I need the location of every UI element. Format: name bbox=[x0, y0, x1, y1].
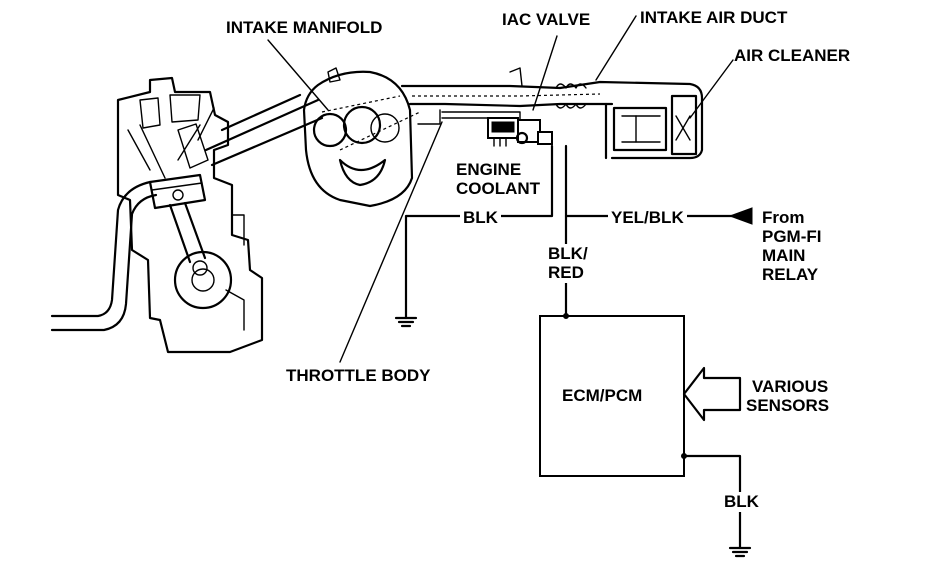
intake-air-duct bbox=[400, 67, 704, 160]
wire-label-blk-bottom: BLK bbox=[722, 492, 761, 512]
wire-label-yel-blk: YEL/BLK bbox=[608, 208, 687, 228]
label-pgm-fi: PGM-FI bbox=[762, 227, 822, 246]
label-air-cleaner: AIR CLEANER bbox=[734, 46, 851, 65]
label-main: MAIN bbox=[762, 246, 806, 265]
intake-runner bbox=[50, 67, 341, 332]
label-engine: ENGINE bbox=[456, 160, 522, 179]
ground-symbol-right bbox=[728, 546, 752, 558]
wire-label-blk-red-1: BLK/ bbox=[548, 244, 588, 264]
label-throttle-body: THROTTLE BODY bbox=[286, 366, 431, 385]
label-various: VARIOUS bbox=[752, 377, 829, 396]
label-from: From bbox=[762, 208, 805, 227]
label-iac-valve: IAC VALVE bbox=[502, 10, 591, 29]
iac-valve bbox=[487, 117, 553, 147]
air-cleaner bbox=[604, 94, 698, 160]
label-intake-air-duct: INTAKE AIR DUCT bbox=[640, 8, 788, 27]
wire-label-blk-top: BLK bbox=[460, 208, 501, 228]
sensors-input-arrow bbox=[682, 366, 742, 422]
wire-label-blk-red-2: RED bbox=[548, 263, 584, 283]
ecm-pcm-box bbox=[539, 315, 685, 477]
label-ecm-pcm: ECM/PCM bbox=[562, 386, 643, 405]
label-sensors: SENSORS bbox=[746, 396, 830, 415]
label-coolant: COOLANT bbox=[456, 179, 541, 198]
throttle-body bbox=[302, 70, 421, 208]
label-relay: RELAY bbox=[762, 265, 819, 284]
leader-lines bbox=[267, 15, 734, 363]
label-intake-manifold: INTAKE MANIFOLD bbox=[226, 18, 383, 37]
ground-symbol-left bbox=[394, 316, 418, 328]
engine-block bbox=[116, 76, 264, 354]
